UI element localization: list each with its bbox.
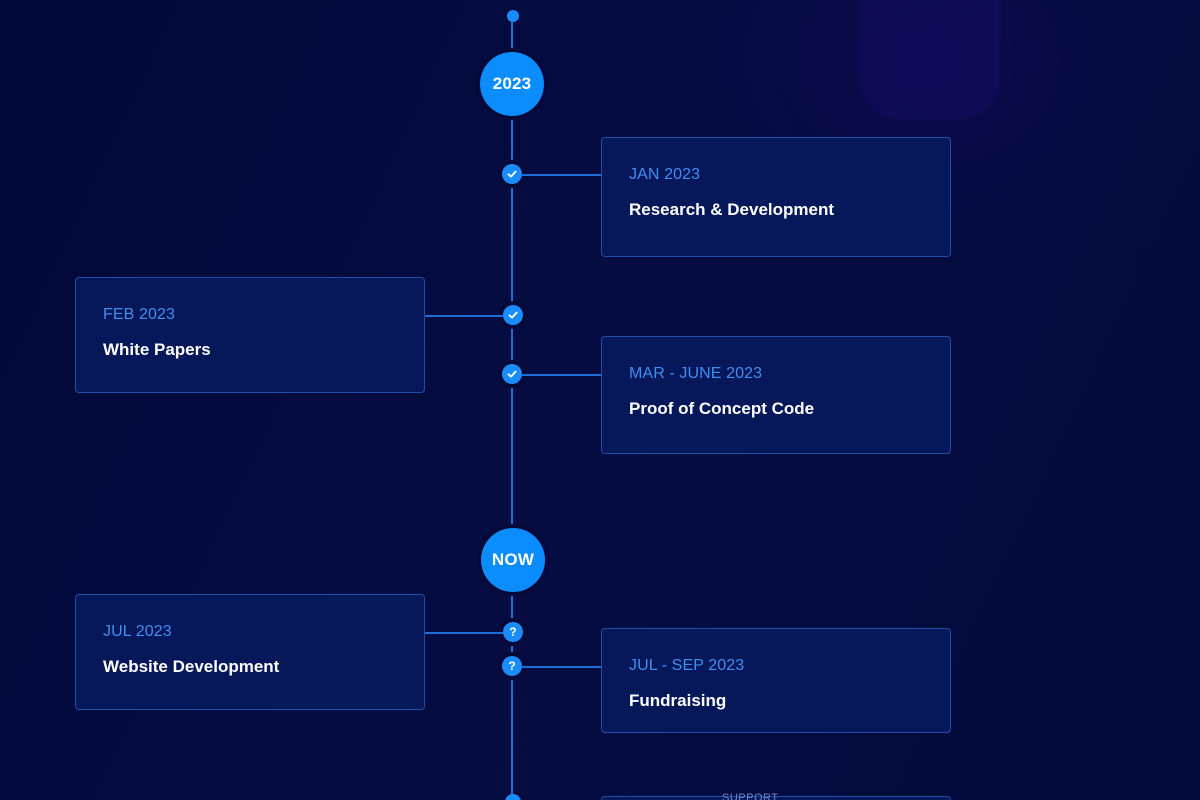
event-title: Website Development bbox=[103, 657, 280, 676]
check-icon bbox=[503, 305, 523, 325]
event-date: JUL - SEP 2023 bbox=[629, 657, 745, 674]
milestone-label: 2023 bbox=[492, 74, 532, 93]
event-title: White Papers bbox=[103, 340, 211, 359]
question-icon: ? bbox=[502, 656, 522, 676]
next-event-peek-text: SUPPORT bbox=[722, 792, 779, 800]
event-title: Research & Development bbox=[629, 200, 835, 219]
milestone-now: NOW bbox=[481, 528, 545, 592]
event-date: MAR - JUNE 2023 bbox=[629, 365, 763, 382]
event-connector bbox=[425, 315, 503, 317]
timeline-next-node bbox=[505, 794, 521, 800]
timeline-spine bbox=[511, 16, 513, 800]
event-card-white-papers[interactable]: FEB 2023 White Papers bbox=[75, 277, 425, 393]
event-card-fundraising[interactable]: JUL - SEP 2023 Fundraising bbox=[601, 628, 951, 733]
next-event-card[interactable] bbox=[601, 796, 951, 800]
pending-symbol: ? bbox=[508, 659, 516, 673]
event-connector bbox=[425, 632, 503, 634]
event-title: Proof of Concept Code bbox=[629, 399, 815, 418]
check-icon bbox=[502, 164, 522, 184]
event-date: JAN 2023 bbox=[629, 166, 701, 183]
event-card-research-development[interactable]: JAN 2023 Research & Development bbox=[601, 137, 951, 257]
event-connector bbox=[522, 666, 601, 668]
event-card-proof-of-concept[interactable]: MAR - JUNE 2023 Proof of Concept Code bbox=[601, 336, 951, 454]
timeline-start-dot bbox=[507, 10, 519, 22]
background-glow bbox=[860, 0, 1000, 120]
milestone-2023: 2023 bbox=[480, 52, 544, 116]
event-title: Fundraising bbox=[629, 691, 727, 710]
question-icon: ? bbox=[503, 622, 523, 642]
pending-symbol: ? bbox=[509, 625, 517, 639]
event-card-website-development[interactable]: JUL 2023 Website Development bbox=[75, 594, 425, 710]
check-icon bbox=[502, 364, 522, 384]
event-connector bbox=[522, 174, 601, 176]
event-connector bbox=[522, 374, 601, 376]
event-date: FEB 2023 bbox=[103, 306, 175, 323]
milestone-label: NOW bbox=[491, 550, 535, 569]
event-date: JUL 2023 bbox=[103, 623, 172, 640]
